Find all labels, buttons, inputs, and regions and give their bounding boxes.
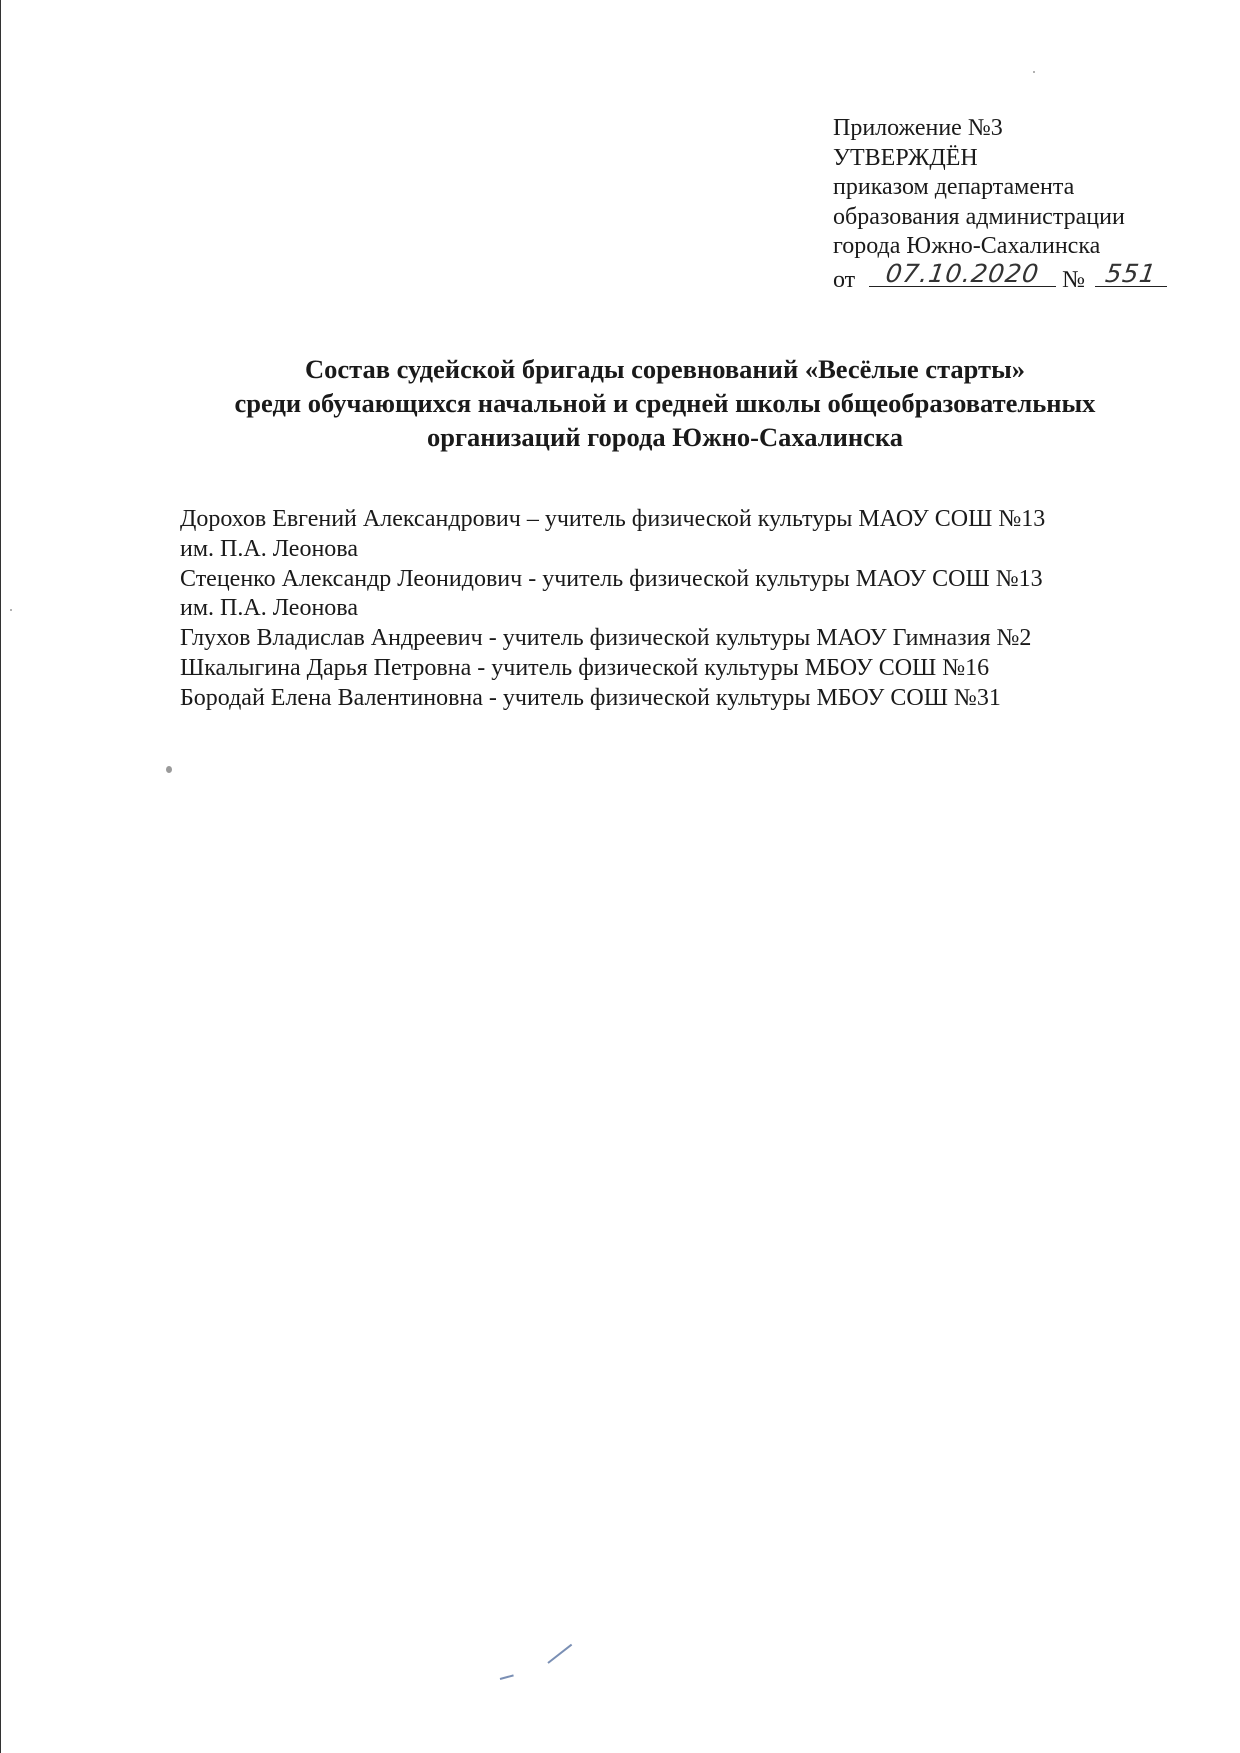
page-edge: [0, 0, 1, 1753]
pen-stroke-mark: [547, 1643, 573, 1664]
number-prefix: №: [1062, 266, 1086, 293]
scan-speck: [166, 766, 172, 773]
approval-block: Приложение №3 УТВЕРЖДЁН приказом департа…: [833, 114, 1168, 296]
judge-line: Стеценко Александр Леонидович - учитель …: [180, 565, 1043, 592]
pen-stroke-mark: [499, 1674, 514, 1680]
judge-line: Бородай Елена Валентиновна - учитель физ…: [180, 684, 1001, 711]
judges-list: Дорохов Евгений Александрович – учитель …: [180, 505, 1045, 714]
title-line-2: среди обучающихся начальной и средней шк…: [234, 388, 1096, 418]
date-prefix: от: [833, 266, 856, 293]
judge-line: Дорохов Евгений Александрович – учитель …: [180, 506, 1046, 532]
scan-speck: [10, 609, 12, 611]
title-line-3: организаций города Южно-Сахалинска: [426, 422, 904, 452]
order-date-handwritten: 07.10.2020: [884, 259, 1042, 288]
approval-line-2: образования администрации: [833, 203, 1125, 230]
judge-line: Шкалыгина Дарья Петровна - учитель физич…: [180, 654, 990, 681]
judge-line: им. П.А. Леонова: [180, 595, 358, 622]
order-number-field: 551: [1095, 259, 1168, 288]
order-date-number-line: от 07.10.2020 № 551: [833, 259, 1168, 296]
approval-line-1: приказом департамента: [833, 174, 1075, 200]
order-date-field: 07.10.2020: [869, 259, 1057, 288]
scan-speck: [1033, 71, 1035, 73]
title-line-1: Состав судейской бригады соревнований «В…: [304, 354, 1026, 384]
order-number-handwritten: 551: [1103, 259, 1159, 288]
judge-line: Глухов Владислав Андреевич - учитель физ…: [180, 625, 1032, 652]
approved-label: УТВЕРЖДЁН: [833, 144, 978, 171]
appendix-label: Приложение №3: [833, 115, 1003, 141]
judge-line: им. П.А. Леонова: [180, 535, 358, 562]
approval-line-3: города Южно-Сахалинска: [833, 233, 1101, 259]
document-title: Состав судейской бригады соревнований «В…: [150, 352, 1180, 454]
